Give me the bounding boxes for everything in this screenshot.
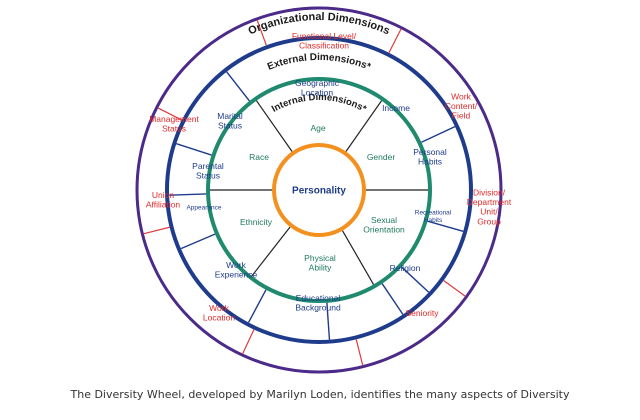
external-divider-4 xyxy=(326,302,331,340)
internal-divider-3 xyxy=(341,230,375,285)
personality-core xyxy=(272,143,366,237)
organizational-label-0: Functional Level/Classification xyxy=(292,31,357,51)
organizational-label-3: Seniority xyxy=(405,308,439,318)
external-label-7: Appearance xyxy=(186,204,221,211)
organizational-divider-5 xyxy=(256,19,267,46)
external-divider-2 xyxy=(401,266,430,293)
internal-divider-1 xyxy=(345,100,383,152)
external-divider-6 xyxy=(180,233,216,250)
internal-divider-0 xyxy=(255,100,293,152)
external-divider-8 xyxy=(176,142,212,156)
personality-label: Personality xyxy=(292,186,346,197)
external-divider-9 xyxy=(226,71,250,102)
external-divider-3 xyxy=(381,283,404,315)
internal-label-4: Ethnicity xyxy=(240,217,273,227)
organizational-divider-1 xyxy=(355,339,364,366)
external-label-4: Religion xyxy=(390,263,421,273)
external-divider-5 xyxy=(247,289,267,323)
organizational-divider-0 xyxy=(443,280,466,297)
internal-label-1: Gender xyxy=(367,152,396,162)
organizational-divider-4 xyxy=(157,107,183,121)
internal-label-5: Race xyxy=(249,152,269,162)
external-divider-1 xyxy=(427,220,464,233)
external-divider-0 xyxy=(421,125,456,143)
organizational-divider-2 xyxy=(241,329,255,355)
internal-label-0: Age xyxy=(310,123,325,133)
internal-divider-4 xyxy=(251,226,291,277)
external-label-1: Income xyxy=(382,103,410,113)
organizational-divider-3 xyxy=(143,226,170,235)
external-divider-7 xyxy=(169,193,207,196)
organizational-divider-6 xyxy=(388,28,402,54)
figure-caption: The Diversity Wheel, developed by Marily… xyxy=(70,388,570,401)
